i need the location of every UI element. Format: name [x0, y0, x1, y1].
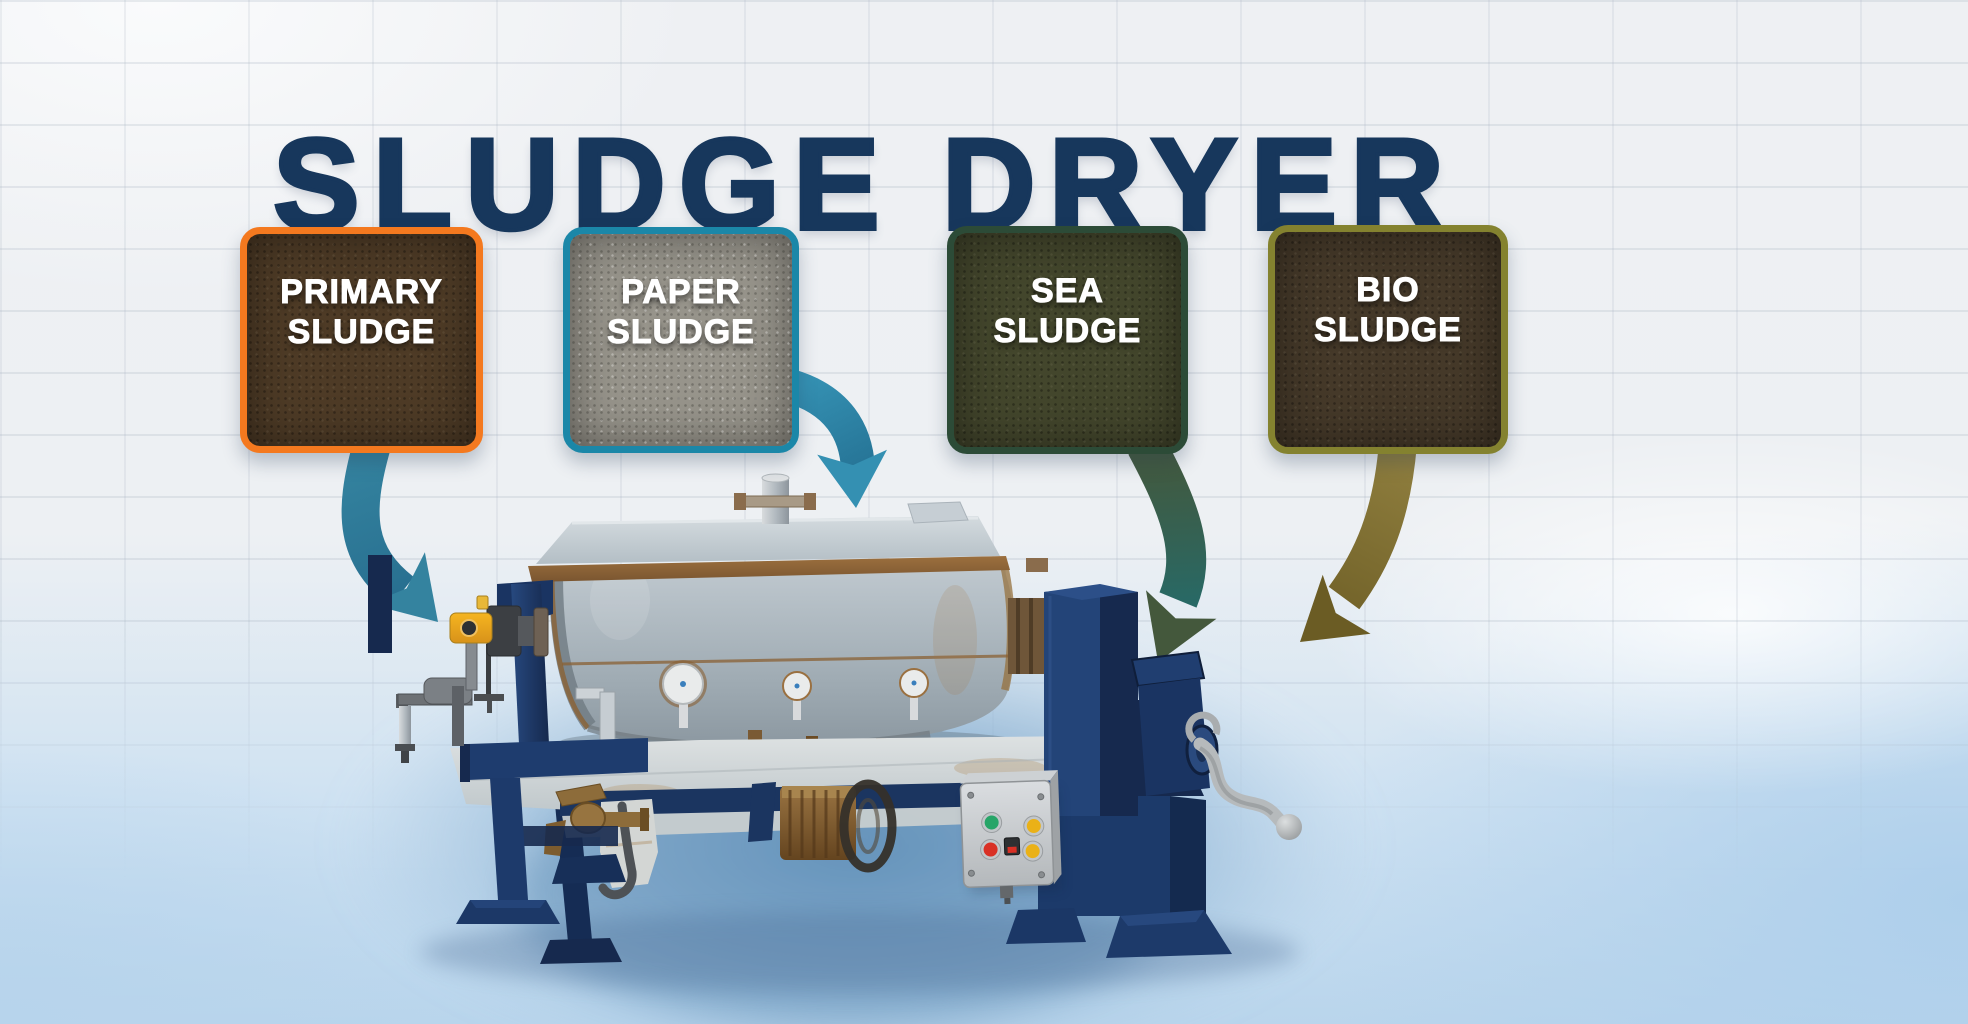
sea-sludge-texture — [954, 233, 1181, 447]
selector-switch — [1003, 837, 1021, 856]
rear-left-foot — [552, 854, 626, 884]
yellow-button — [1023, 815, 1045, 837]
arrow-sea-sludge — [1128, 435, 1217, 662]
sea-sludge-label: SEA SLUDGE — [993, 272, 1142, 351]
inspection-port-2 — [782, 671, 812, 720]
paper-sludge-label: PAPER SLUDGE — [607, 273, 755, 352]
hook-pipe — [598, 801, 637, 900]
mid-foot — [1006, 908, 1086, 944]
sludge-dryer-machine — [368, 473, 1302, 964]
bio-sludge-label: BIO SLUDGE — [1314, 271, 1462, 350]
drum-lid — [536, 516, 1000, 564]
primary-sludge-box: PRIMARY SLUDGE — [240, 227, 483, 453]
crank-handle — [1185, 711, 1302, 840]
top-pipe — [734, 473, 816, 524]
paper-sludge-box: PAPER SLUDGE — [563, 227, 799, 453]
drum-faucet — [575, 687, 616, 743]
paper-sludge-texture — [570, 234, 792, 446]
sea-sludge-box: SEA SLUDGE — [947, 226, 1188, 454]
arrow-bio-sludge — [1300, 441, 1417, 642]
control-panel — [959, 770, 1063, 905]
primary-sludge-label: PRIMARY SLUDGE — [280, 273, 443, 352]
arrow-paper-sludge — [784, 369, 888, 508]
right-stub-pipe — [1026, 558, 1048, 572]
blue-bracket — [748, 782, 776, 842]
primary-sludge-texture — [247, 234, 476, 446]
under-slab-equipment — [544, 779, 897, 900]
yellow-valve-motor — [449, 595, 549, 657]
bio-sludge-box: BIO SLUDGE — [1268, 225, 1508, 454]
inspection-port-1 — [659, 660, 707, 728]
bio-sludge-texture — [1275, 232, 1501, 447]
drum-rust-seam — [528, 556, 1010, 582]
yellow-button-2 — [1022, 840, 1044, 862]
left-piping — [395, 641, 504, 763]
inspection-port-3 — [899, 668, 929, 720]
green-button — [981, 811, 1003, 833]
drum — [528, 473, 1048, 764]
pulley-motor — [780, 779, 897, 873]
right-pedestal — [1006, 584, 1302, 958]
rear-frame-stub — [368, 555, 392, 653]
red-button — [980, 839, 1002, 861]
